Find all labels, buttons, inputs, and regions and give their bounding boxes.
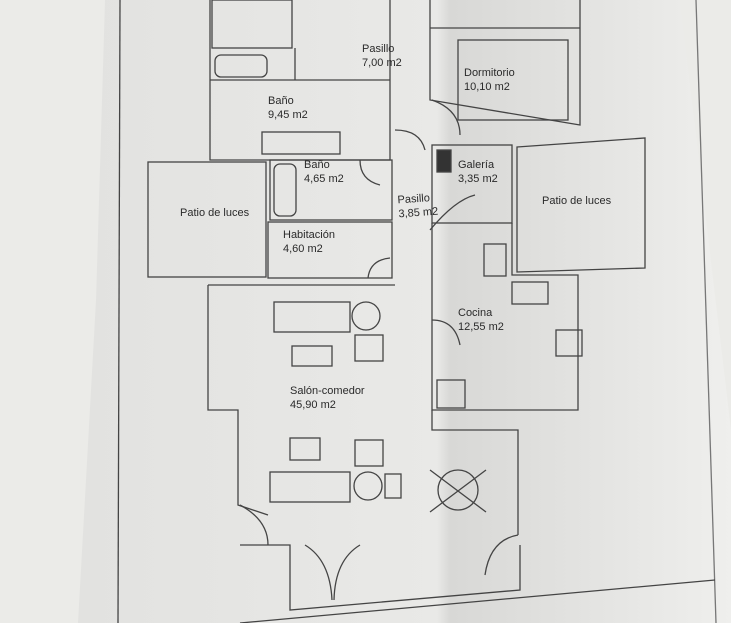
room-patio-right: Patio de luces [542,194,611,208]
room-area: 7,00 m2 [362,57,402,69]
room-name: Galería [458,159,495,171]
room-name: Pasillo [362,43,395,55]
room-name: Dormitorio [464,67,515,79]
room-area: 12,55 m2 [458,321,504,333]
paper-sheet [78,0,731,623]
room-name: Patio de luces [542,195,612,207]
room-area: 4,65 m2 [304,173,344,185]
room-area: 3,85 m2 [398,205,439,221]
room-patio-left: Patio de luces [180,206,249,220]
room-pasillo-1: Pasillo 7,00 m2 [362,42,402,70]
room-habitacion: Habitación 4,60 m2 [283,228,335,256]
room-salon-comedor: Salón-comedor 45,90 m2 [290,384,365,412]
room-area: 9,45 m2 [268,109,308,121]
room-area: 3,35 m2 [458,173,498,185]
room-name: Cocina [458,307,493,319]
room-area: 4,60 m2 [283,243,323,255]
room-area: 45,90 m2 [290,399,336,411]
room-area: 10,10 m2 [464,81,510,93]
room-bano-1: Baño 9,45 m2 [268,94,308,122]
room-dormitorio: Dormitorio 10,10 m2 [464,66,515,94]
room-name: Patio de luces [180,207,250,219]
room-cocina: Cocina 12,55 m2 [458,306,504,334]
room-name: Baño [268,95,294,107]
room-name: Salón-comedor [290,385,365,397]
room-name: Habitación [283,229,335,241]
walls [117,0,717,623]
room-name: Baño [304,159,330,171]
room-bano-2: Baño 4,65 m2 [304,158,344,186]
room-galeria: Galería 3,35 m2 [458,158,498,186]
